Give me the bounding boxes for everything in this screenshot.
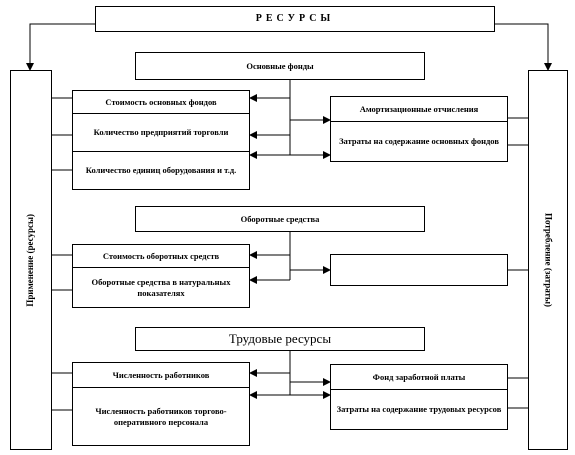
working-capital-item-text: Оборотные средства в натуральных показат… xyxy=(91,276,231,298)
labor-item-text: Численность работников торгово-оперативн… xyxy=(95,405,227,427)
fixed-assets-item-text: Количество предприятий торговли xyxy=(93,127,229,138)
labor-header: Трудовые ресурсы xyxy=(135,327,425,351)
fixed-assets-cost-text: Затраты на содержание основных фондов xyxy=(339,136,499,147)
right-panel-label: Потребление (затраты) xyxy=(543,213,554,307)
labor-cost-text: Затраты на содержание трудовых ресурсов xyxy=(336,404,502,415)
fixed-assets-header: Основные фонды xyxy=(135,52,425,80)
fixed-assets-item: Количество предприятий торговли xyxy=(72,114,250,152)
fixed-assets-cost: Затраты на содержание основных фондов xyxy=(330,122,508,162)
working-capital-cost xyxy=(330,254,508,286)
fixed-assets-item: Количество единиц оборудования и т.д. xyxy=(72,152,250,190)
title-text: РЕСУРСЫ xyxy=(255,12,335,24)
labor-cost-text: Фонд заработной платы xyxy=(372,371,466,382)
fixed-assets-item-text: Стоимость основных фондов xyxy=(105,96,217,107)
fixed-assets-cost: Амортизационные отчисления xyxy=(330,96,508,122)
labor-item: Численность работников xyxy=(72,362,250,388)
working-capital-item-text: Стоимость оборотных средств xyxy=(102,250,220,261)
working-capital-header-text: Оборотные средства xyxy=(240,213,320,224)
left-panel-label: Применение (ресурсы) xyxy=(25,213,36,307)
fixed-assets-item: Стоимость основных фондов xyxy=(72,90,250,114)
labor-item-text: Численность работников xyxy=(112,369,210,380)
labor-header-text: Трудовые ресурсы xyxy=(228,330,332,346)
title-box: РЕСУРСЫ xyxy=(95,6,495,32)
working-capital-item: Стоимость оборотных средств xyxy=(72,244,250,268)
fixed-assets-header-text: Основные фонды xyxy=(246,60,314,71)
left-panel: Применение (ресурсы) xyxy=(10,70,52,450)
working-capital-header: Оборотные средства xyxy=(135,206,425,232)
labor-cost: Фонд заработной платы xyxy=(330,364,508,390)
working-capital-item: Оборотные средства в натуральных показат… xyxy=(72,268,250,308)
fixed-assets-cost-text: Амортизационные отчисления xyxy=(359,103,479,114)
right-panel: Потребление (затраты) xyxy=(528,70,568,450)
labor-item: Численность работников торгово-оперативн… xyxy=(72,388,250,446)
labor-cost: Затраты на содержание трудовых ресурсов xyxy=(330,390,508,430)
fixed-assets-item-text: Количество единиц оборудования и т.д. xyxy=(85,165,237,176)
